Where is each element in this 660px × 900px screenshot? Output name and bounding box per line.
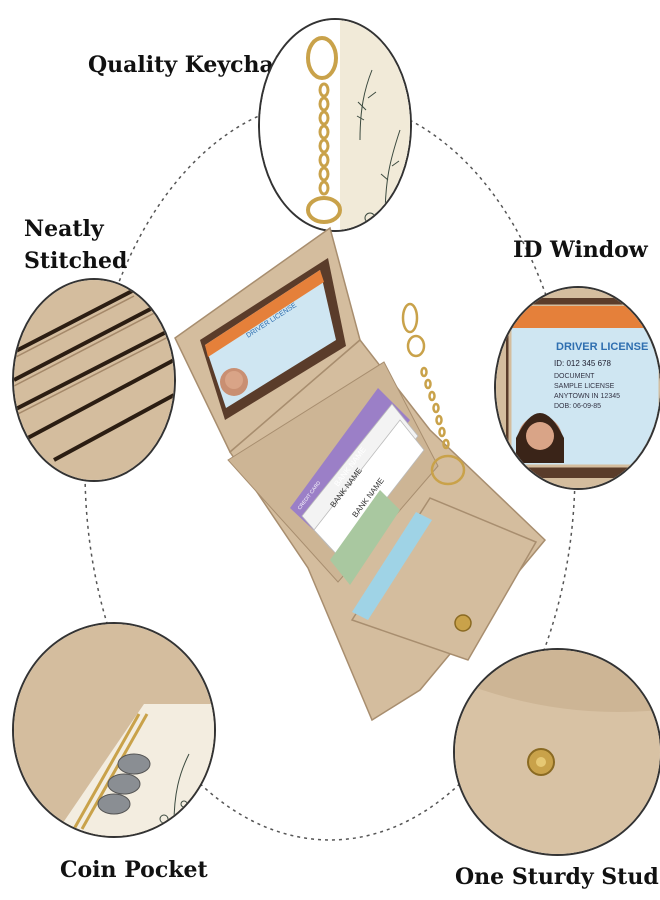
stitched-closeup: [12, 278, 176, 482]
svg-text:DRIVER LICENSE: DRIVER LICENSE: [556, 341, 648, 353]
coin-pocket-closeup: [12, 622, 216, 838]
label-stitched: Neatly Stitched: [24, 216, 128, 274]
svg-text:ID: 012 345 678: ID: 012 345 678: [554, 359, 611, 368]
label-keychain: Quality Keychain: [88, 52, 299, 78]
svg-text:ANYTOWN IN 12345: ANYTOWN IN 12345: [554, 393, 620, 400]
svg-text:SAMPLE LICENSE: SAMPLE LICENSE: [554, 383, 615, 390]
wallet-keychain: [401, 302, 466, 486]
label-coin-pocket: Coin Pocket: [60, 857, 208, 883]
stud-closeup: [453, 648, 660, 856]
label-stud: One Sturdy Stud: [455, 864, 659, 890]
svg-text:DOB: 06-09-85: DOB: 06-09-85: [554, 403, 601, 410]
keychain-closeup: [258, 18, 412, 232]
label-id-window: ID Window: [513, 237, 648, 263]
svg-text:DOCUMENT: DOCUMENT: [554, 373, 595, 380]
credit-cards: BANK NAME BANK NAME BANK NAME CREDIT CAR…: [290, 388, 425, 559]
id-window-closeup: DRIVER LICENSE ID: 012 345 678 DOCUMENT …: [494, 286, 660, 490]
